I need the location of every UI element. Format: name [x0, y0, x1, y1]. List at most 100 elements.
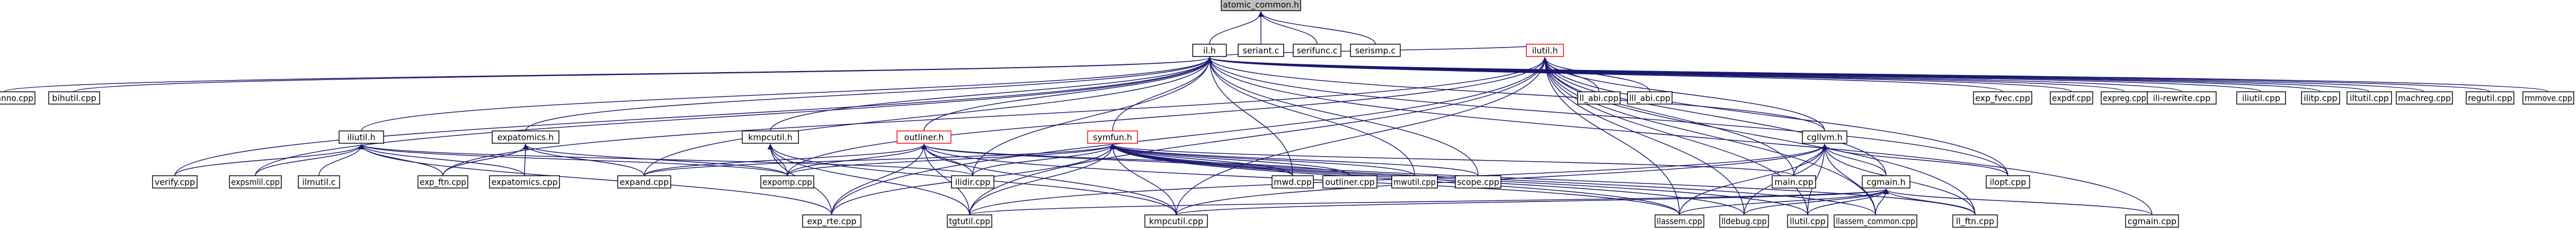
- node-ll-ftn[interactable]: ll_ftn.cpp: [1952, 214, 1998, 228]
- edge-main-to-ilutil_h: [1542, 57, 1795, 176]
- node-label: ll_abi.cpp: [1579, 93, 1618, 104]
- edge-tgtutil-to-kmpcutil_h: [767, 144, 970, 215]
- node-ilh[interactable]: il.h: [1192, 44, 1227, 57]
- node-cgmain-h[interactable]: cgmain.h: [1861, 175, 1911, 189]
- node-ilitp[interactable]: ilitp.cpp: [2301, 91, 2340, 105]
- node-iliutil-h[interactable]: iliutil.h: [338, 130, 384, 144]
- node-tgtutil[interactable]: tgtutil.cpp: [946, 214, 992, 228]
- node-box: [2050, 91, 2093, 105]
- edge-expand-to-symfun_h: [643, 144, 1116, 176]
- edge-expomp-to-symfun_h: [787, 144, 1116, 176]
- node-box: [1973, 91, 2032, 105]
- node-expatomics-cpp[interactable]: expatomics.cpp: [489, 175, 560, 189]
- node-box: [2522, 91, 2574, 105]
- node-bihutil[interactable]: bihutil.cpp: [48, 91, 100, 105]
- node-label: expsmlil.cpp: [231, 177, 280, 187]
- node-expand[interactable]: expand.cpp: [617, 175, 671, 189]
- node-box: [1771, 175, 1816, 189]
- edge-exp_rte-to-outliner_h: [831, 144, 927, 215]
- node-expomp[interactable]: expomp.cpp: [760, 175, 814, 189]
- node-machreg[interactable]: machreg.cpp: [2396, 91, 2453, 105]
- node-serismp[interactable]: serismp.c: [1350, 44, 1401, 57]
- node-llassem[interactable]: llassem.cpp: [1654, 214, 1705, 228]
- node-asm-anno[interactable]: asm_anno.cpp: [0, 91, 36, 105]
- node-mwutil[interactable]: mwutil.cpp: [1391, 175, 1438, 189]
- node-scope[interactable]: scope.cpp: [1455, 175, 1501, 189]
- node-label: expatomics.cpp: [491, 177, 558, 187]
- node-verify[interactable]: verify.cpp: [152, 175, 198, 189]
- edge-ll_ftn-to-symfun_h: [1110, 144, 1976, 215]
- edge-llassem-to-ilutil_h: [1542, 57, 1680, 215]
- node-label: expdf.cpp: [2052, 93, 2091, 104]
- node-ilopt[interactable]: ilopt.cpp: [1986, 175, 2031, 189]
- node-box: [2125, 214, 2179, 228]
- node-lldebug[interactable]: lldebug.cpp: [1719, 214, 1769, 228]
- node-label: lldebug.cpp: [1721, 217, 1767, 227]
- node-label: ilutil.h: [1532, 46, 1558, 56]
- node-box: [492, 130, 559, 144]
- edge-expatomics_h-to-ilh: [525, 57, 1212, 132]
- node-ilutil-h[interactable]: ilutil.h: [1525, 44, 1564, 57]
- node-expreg[interactable]: expreg.cpp: [2101, 91, 2149, 105]
- node-exp-fvec[interactable]: exp_fvec.cpp: [1973, 91, 2032, 105]
- edge-iliutil_h-to-ilh: [361, 57, 1212, 132]
- node-kmpcutil-h[interactable]: kmpcutil.h: [741, 130, 799, 144]
- node-mwd[interactable]: mwd.cpp: [1271, 175, 1314, 189]
- edge-outliner_h-to-ilh: [923, 57, 1212, 132]
- node-label: iliutil.cpp: [2242, 93, 2280, 104]
- edge-cgmain_cpp-to-ilh: [1207, 57, 2153, 215]
- node-box: [1654, 214, 1705, 228]
- edge-serifunc-to-atomic: [1258, 11, 1318, 45]
- node-exp-ftn[interactable]: exp_ftn.cpp: [417, 175, 469, 189]
- node-seriant[interactable]: seriant.c: [1238, 44, 1285, 57]
- edge-exp_ftn-to-ilutil_h: [442, 57, 1548, 176]
- node-box: [48, 91, 100, 105]
- node-ilidir[interactable]: ilidir.cpp: [951, 175, 995, 189]
- node-box: [1144, 214, 1208, 228]
- node-label: expomp.cpp: [763, 177, 813, 187]
- node-box: [417, 175, 469, 189]
- node-kmpcutil-cpp[interactable]: kmpcutil.cpp: [1144, 214, 1208, 228]
- node-regutil[interactable]: regutil.cpp: [2466, 91, 2514, 105]
- node-llutil[interactable]: llutil.cpp: [1787, 214, 1828, 228]
- node-label: atomic_common.h: [1223, 0, 1299, 11]
- node-rmmove[interactable]: rmmove.cpp: [2522, 91, 2574, 105]
- node-label: ilmutil.c: [302, 177, 336, 187]
- edge-scope-to-ilh: [1207, 57, 1479, 176]
- node-expatomics-h[interactable]: expatomics.h: [492, 130, 559, 144]
- node-box: [2396, 91, 2453, 105]
- node-outliner-h[interactable]: outliner.h: [896, 130, 951, 144]
- node-cgmain-cpp[interactable]: cgmain.cpp: [2125, 214, 2179, 228]
- node-box: [946, 214, 992, 228]
- edge-main-to-symfun_h: [1110, 144, 1795, 176]
- node-expdf[interactable]: expdf.cpp: [2050, 91, 2093, 105]
- node-serifunc[interactable]: serifunc.c: [1292, 44, 1342, 57]
- node-label: ilidir.cpp: [955, 177, 990, 187]
- node-label: outliner.h: [904, 133, 944, 143]
- node-ilmutil[interactable]: ilmutil.c: [297, 175, 340, 189]
- edge-expsml-to-iliutil_h: [255, 144, 365, 176]
- node-main[interactable]: main.cpp: [1771, 175, 1816, 189]
- node-label: il.h: [1203, 46, 1216, 56]
- edge-expand-to-ilh: [643, 57, 1212, 176]
- node-label: serifunc.c: [1296, 46, 1337, 56]
- node-box: [1952, 214, 1998, 228]
- node-label: asm_anno.cpp: [0, 93, 33, 104]
- node-ll-abi[interactable]: ll_abi.cpp: [1577, 91, 1621, 105]
- node-llassem-common[interactable]: llassem_common.cpp: [1833, 214, 1917, 228]
- node-lll-abi[interactable]: lll_abi.cpp: [1627, 91, 1673, 105]
- node-cgllvm-h[interactable]: cgllvm.h: [1802, 130, 1847, 144]
- node-box: [760, 175, 814, 189]
- node-atomic[interactable]: atomic_common.h: [1220, 0, 1301, 11]
- node-outliner-cpp[interactable]: outliner.cpp: [1322, 175, 1378, 189]
- node-label: mwutil.cpp: [1393, 177, 1435, 187]
- edge-lldebug-to-cgmain_h: [1743, 189, 1889, 215]
- node-exp-rte[interactable]: exp_rte.cpp: [802, 214, 862, 228]
- node-box: [2466, 91, 2514, 105]
- node-expsml[interactable]: expsmlil.cpp: [228, 175, 282, 189]
- node-ilirewrite[interactable]: ili-rewrite.cpp: [2146, 91, 2217, 105]
- node-iliutil[interactable]: iliutil.cpp: [2236, 91, 2286, 105]
- node-iltutil[interactable]: iltutil.cpp: [2346, 91, 2392, 105]
- node-symfun-h[interactable]: symfun.h: [1087, 130, 1138, 144]
